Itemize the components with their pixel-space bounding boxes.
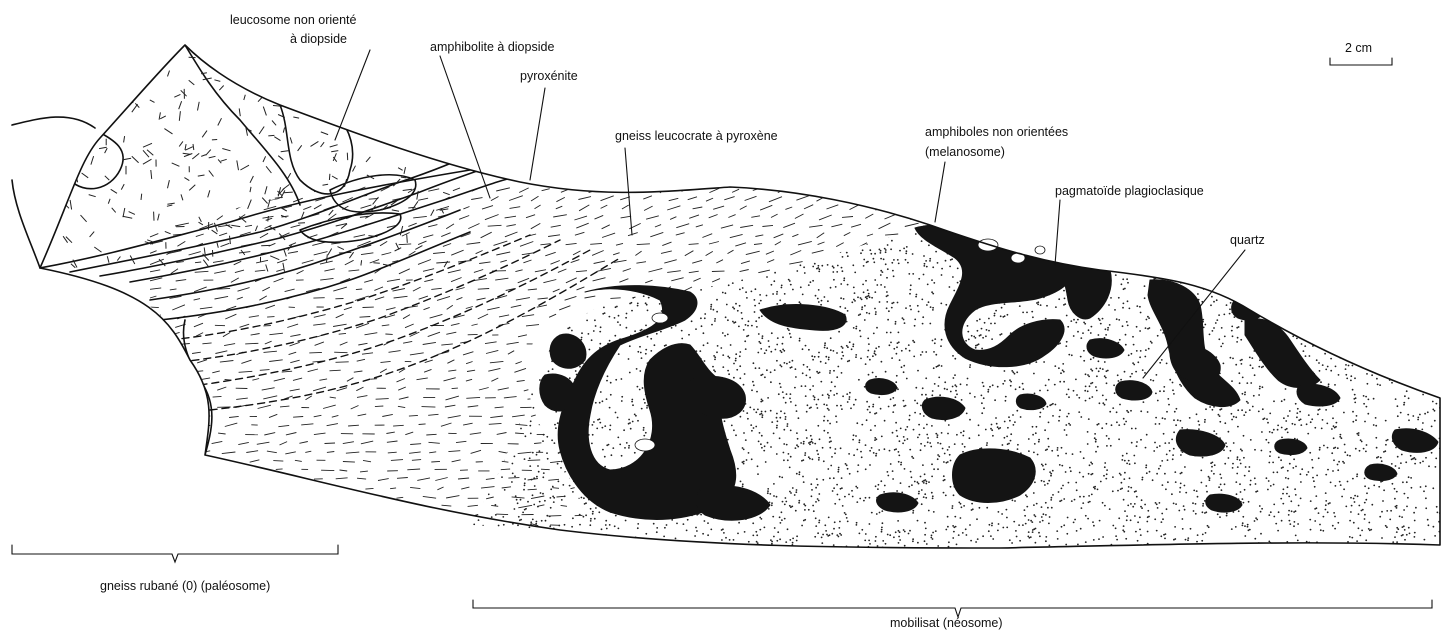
label-leucosome-line2: à diopside <box>290 32 347 46</box>
paleosome-banding <box>20 45 620 455</box>
leader-amphiboles <box>935 162 945 222</box>
neosome-caption: mobilisat (néosome) <box>890 616 1003 630</box>
neosome-bracket: mobilisat (néosome) <box>473 600 1432 630</box>
leader-gneiss <box>625 148 632 235</box>
scale-bar: 2 cm <box>1330 41 1392 65</box>
leader-amphibolite <box>440 56 490 198</box>
leader-pegmatoide <box>1055 200 1060 265</box>
paleosome-bracket: gneiss rubané (0) (paléosome) <box>12 545 338 593</box>
label-pegmatoide: pagmatoïde plagioclasique <box>1055 184 1204 198</box>
label-leucosome-line1: leucosome non orienté <box>230 13 357 27</box>
label-pyroxenite: pyroxénite <box>520 69 578 83</box>
annotations: leucosome non orienté à diopside amphibo… <box>230 13 1265 247</box>
paleosome-caption: gneiss rubané (0) (paléosome) <box>100 579 270 593</box>
label-amphibolite: amphibolite à diopside <box>430 40 554 54</box>
melanosome-masses <box>540 226 1438 520</box>
label-gneiss-leucocrate: gneiss leucocrate à pyroxène <box>615 129 778 143</box>
leader-pyroxenite <box>530 88 545 180</box>
label-amphiboles-line1: amphiboles non orientées <box>925 125 1068 139</box>
leader-lines <box>335 50 1245 378</box>
leader-leucosome <box>335 50 370 140</box>
left-ledge <box>12 117 95 268</box>
outcrop-outline <box>40 45 1440 548</box>
label-quartz: quartz <box>1230 233 1265 247</box>
scale-label: 2 cm <box>1345 41 1372 55</box>
label-amphiboles-line2: (melanosome) <box>925 145 1005 159</box>
